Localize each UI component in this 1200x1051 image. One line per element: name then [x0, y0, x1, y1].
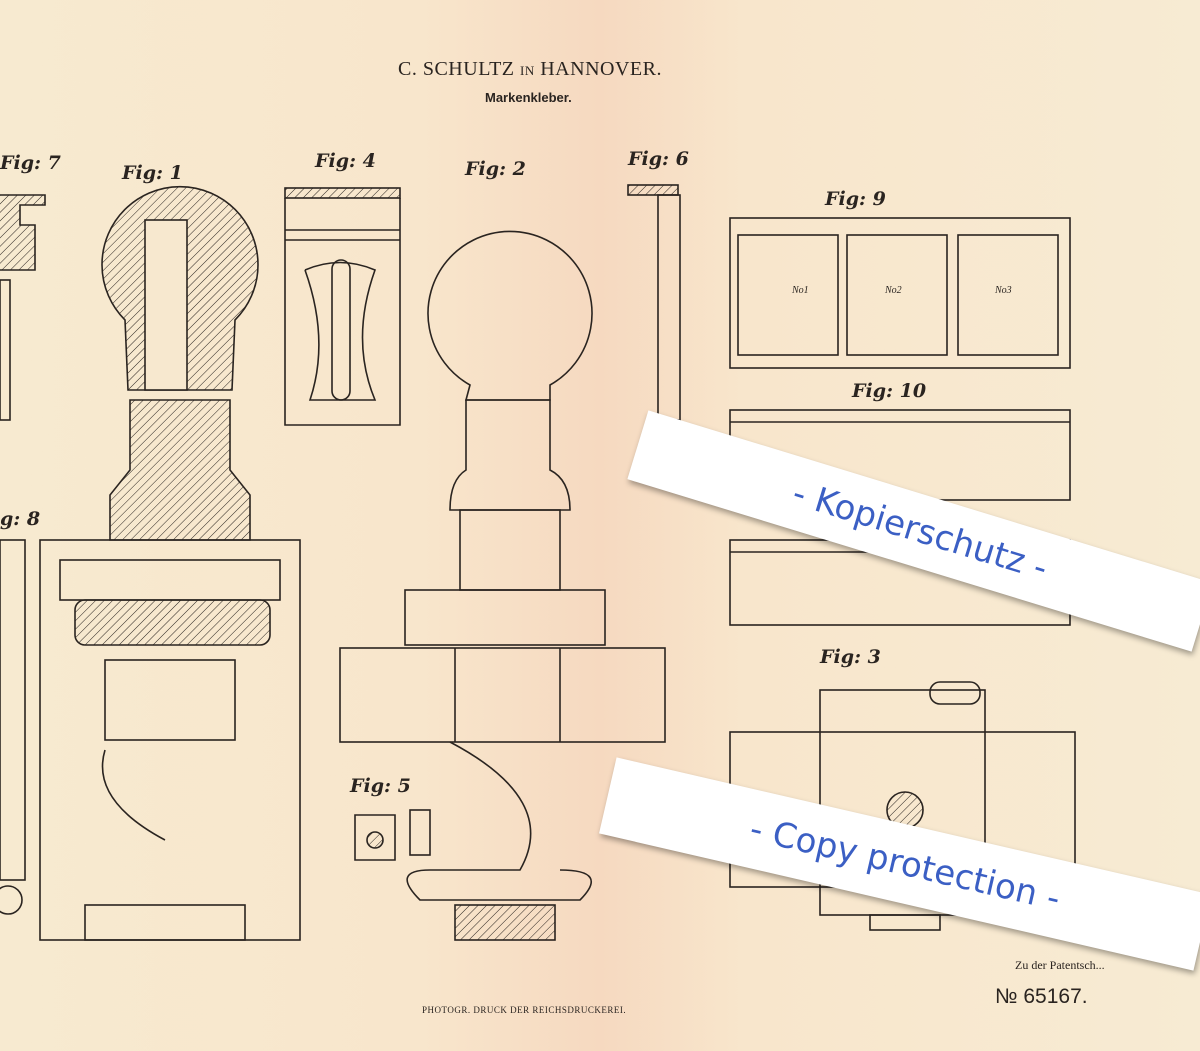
fig9-no3: No3 [995, 285, 1012, 296]
fig5-drawing [354, 809, 431, 861]
fig8-drawing [0, 539, 26, 915]
drawing-title: C. SCHULTZ IN HANNOVER. [398, 58, 662, 81]
fig10-label: Fig: 10 [852, 380, 927, 402]
fig7-label: Fig: 7 [0, 152, 61, 174]
fig1-label: Fig: 1 [122, 162, 183, 184]
patent-number: № 65167. [995, 985, 1088, 1008]
fig4-drawing [284, 187, 401, 426]
fig8-label: g: 8 [0, 508, 41, 530]
fig9-no1: No1 [792, 285, 809, 296]
printer-credit: PHOTOGR. DRUCK DER REICHSDRUCKEREI. [422, 1005, 627, 1015]
subject: Markenkleber. [485, 90, 572, 105]
fig4-label: Fig: 4 [315, 150, 376, 172]
fig9-no2: No2 [885, 285, 902, 296]
fig6-drawing [627, 184, 681, 421]
fig6-label: Fig: 6 [628, 148, 689, 170]
fig9-drawing [729, 217, 1071, 369]
inventor: C. SCHULTZ [398, 58, 515, 80]
place: HANNOVER. [540, 58, 662, 80]
fig7-drawing [0, 194, 46, 421]
fig5-label: Fig: 5 [350, 775, 411, 797]
fig1-drawing [39, 185, 301, 941]
fig3-label: Fig: 3 [820, 646, 881, 668]
fig2-label: Fig: 2 [465, 158, 526, 180]
fig9-label: Fig: 9 [825, 188, 886, 210]
patent-reference: Zu der Patentsch... [1015, 958, 1105, 972]
conjunction: IN [520, 63, 535, 78]
fig2-drawing [339, 230, 666, 941]
